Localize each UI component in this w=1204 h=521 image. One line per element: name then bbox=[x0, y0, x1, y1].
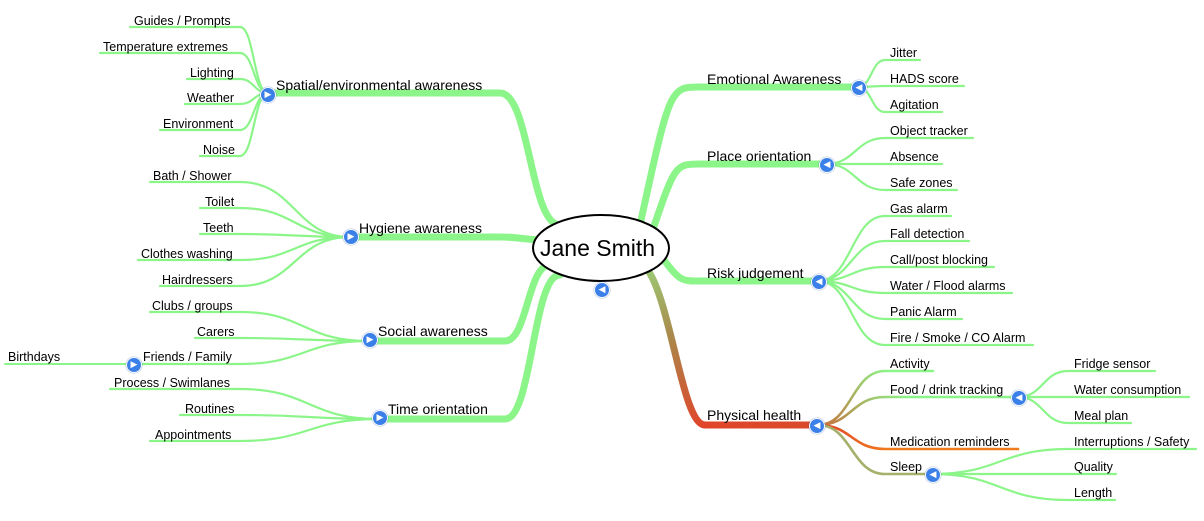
leaf-gas-alarm[interactable]: Gas alarm bbox=[890, 202, 948, 216]
leaf-jitter[interactable]: Jitter bbox=[890, 46, 918, 60]
leaf-water-flood-alarms[interactable]: Water / Flood alarms bbox=[890, 279, 1006, 293]
expand-arrow-right-icon[interactable]: ▶ bbox=[362, 332, 378, 348]
trunk-social bbox=[364, 261, 554, 345]
leaf-medication-reminders[interactable]: Medication reminders bbox=[890, 435, 1010, 449]
leaf-guides-prompts[interactable]: Guides / Prompts bbox=[134, 14, 231, 28]
leaf-clubs-groups[interactable]: Clubs / groups bbox=[152, 299, 233, 313]
leaf-length[interactable]: Length bbox=[1074, 486, 1113, 500]
leaf-line-time-1 bbox=[178, 413, 380, 421]
leaf-clothes-washing[interactable]: Clothes washing bbox=[141, 247, 233, 261]
branch-time-label[interactable]: Time orientation bbox=[388, 401, 488, 417]
leaf-line-sleep-sub-0 bbox=[930, 447, 1198, 476]
leaf-toilet[interactable]: Toilet bbox=[205, 195, 235, 209]
branch-emotional-label[interactable]: Emotional Awareness bbox=[707, 71, 842, 87]
leaf-sleep[interactable]: Sleep bbox=[890, 460, 922, 474]
leaf-line-spatial-0 bbox=[128, 25, 270, 95]
collapse-arrow-left-icon[interactable]: ◀ bbox=[811, 274, 827, 290]
leaf-line-sleep-sub-2 bbox=[930, 472, 1117, 502]
leaf-line-time-0 bbox=[108, 387, 380, 421]
leaf-object-tracker[interactable]: Object tracker bbox=[890, 124, 968, 138]
leaf-weather[interactable]: Weather bbox=[187, 91, 235, 105]
trunk-place bbox=[646, 160, 830, 242]
leaf-fall-detection[interactable]: Fall detection bbox=[890, 227, 965, 241]
central-node-ellipse[interactable] bbox=[532, 214, 670, 282]
expand-arrow-right-icon[interactable]: ▶ bbox=[126, 357, 142, 373]
trunk-hygiene bbox=[346, 233, 549, 244]
trunk-spatial bbox=[266, 89, 564, 229]
leaf-line-social-0 bbox=[148, 310, 370, 343]
leaf-line-food bbox=[816, 395, 1020, 427]
collapse-arrow-left-icon[interactable]: ◀ bbox=[1011, 390, 1027, 406]
leaf-water-consumption[interactable]: Water consumption bbox=[1074, 383, 1182, 397]
leaf-noise[interactable]: Noise bbox=[203, 143, 235, 157]
trunk-emotional bbox=[636, 83, 862, 229]
leaf-line-hygiene-0 bbox=[148, 180, 352, 239]
leaf-hads-score[interactable]: HADS score bbox=[890, 72, 959, 86]
collapse-arrow-left-icon[interactable]: ◀ bbox=[851, 80, 867, 96]
leaf-hairdressers[interactable]: Hairdressers bbox=[162, 273, 233, 287]
leaf-environment[interactable]: Environment bbox=[163, 117, 234, 131]
branch-social-label[interactable]: Social awareness bbox=[378, 323, 488, 339]
leaf-fire-smoke-co-alarm[interactable]: Fire / Smoke / CO Alarm bbox=[890, 331, 1026, 345]
trunk-risk bbox=[656, 251, 822, 285]
leaf-bath-shower[interactable]: Bath / Shower bbox=[153, 169, 232, 183]
leaf-meal-plan[interactable]: Meal plan bbox=[1074, 409, 1129, 423]
trunk-physical bbox=[636, 258, 709, 429]
branch-spatial-label[interactable]: Spatial/environmental awareness bbox=[276, 77, 483, 93]
leaf-process-swimlanes[interactable]: Process / Swimlanes bbox=[114, 376, 231, 390]
leaf-line-risk-5 bbox=[816, 279, 1035, 347]
leaf-absence[interactable]: Absence bbox=[890, 150, 939, 164]
leaf-lighting[interactable]: Lighting bbox=[190, 66, 234, 80]
central-node-label[interactable]: Jane Smith bbox=[540, 235, 656, 261]
collapse-arrow-left-icon[interactable]: ◀ bbox=[809, 418, 825, 434]
leaf-carers[interactable]: Carers bbox=[197, 325, 235, 339]
leaf-quality[interactable]: Quality bbox=[1074, 460, 1113, 474]
expand-arrow-right-icon[interactable]: ▶ bbox=[372, 410, 388, 426]
leaf-friends-family[interactable]: Friends / Family bbox=[143, 350, 232, 364]
leaf-fridge-sensor[interactable]: Fridge sensor bbox=[1074, 357, 1151, 371]
leaf-line-time-2 bbox=[148, 417, 380, 443]
leaf-activity[interactable]: Activity bbox=[890, 357, 930, 371]
collapse-arrow-left-icon[interactable]: ◀ bbox=[819, 157, 835, 173]
collapse-arrow-left-icon[interactable]: ◀ bbox=[594, 282, 610, 298]
collapse-arrow-left-icon[interactable]: ◀ bbox=[925, 467, 941, 483]
trunk-time bbox=[374, 271, 564, 423]
leaf-line-sleep bbox=[816, 423, 934, 476]
leaf-appointments[interactable]: Appointments bbox=[155, 428, 232, 442]
leaf-food-drink-tracking[interactable]: Food / drink tracking bbox=[890, 383, 1004, 397]
leaf-safe-zones[interactable]: Safe zones bbox=[890, 176, 953, 190]
expand-arrow-right-icon[interactable]: ▶ bbox=[343, 229, 359, 245]
leaf-interruptions-safety[interactable]: Interruptions / Safety bbox=[1074, 435, 1190, 449]
leaf-line-place-2 bbox=[824, 162, 959, 192]
leaf-line-social-1 bbox=[193, 336, 370, 343]
leaf-teeth[interactable]: Teeth bbox=[203, 221, 234, 235]
leaf-line-risk-1 bbox=[816, 239, 971, 283]
leaf-temperature-extremes[interactable]: Temperature extremes bbox=[103, 40, 229, 54]
leaf-call-post-blocking[interactable]: Call/post blocking bbox=[890, 253, 988, 267]
branch-physical-label[interactable]: Physical health bbox=[707, 407, 802, 423]
branch-place-label[interactable]: Place orientation bbox=[707, 148, 812, 164]
node-ellipse-layer bbox=[532, 214, 670, 282]
leaf-line-spatial-1 bbox=[98, 51, 270, 95]
leaf-birthdays[interactable]: Birthdays bbox=[8, 350, 61, 364]
expand-arrow-right-icon[interactable]: ▶ bbox=[260, 87, 276, 103]
leaf-agitation[interactable]: Agitation bbox=[890, 98, 939, 112]
leaf-line-hygiene-1 bbox=[198, 206, 352, 239]
branch-hygiene-label[interactable]: Hygiene awareness bbox=[359, 220, 482, 236]
leaf-panic-alarm[interactable]: Panic Alarm bbox=[890, 305, 957, 319]
branch-risk-label[interactable]: Risk judgement bbox=[707, 265, 804, 281]
leaf-line-risk-0 bbox=[816, 214, 953, 283]
leaf-line-social-2 bbox=[138, 339, 370, 366]
leaf-routines[interactable]: Routines bbox=[185, 402, 235, 416]
leaf-line-hygiene-4 bbox=[158, 235, 352, 288]
